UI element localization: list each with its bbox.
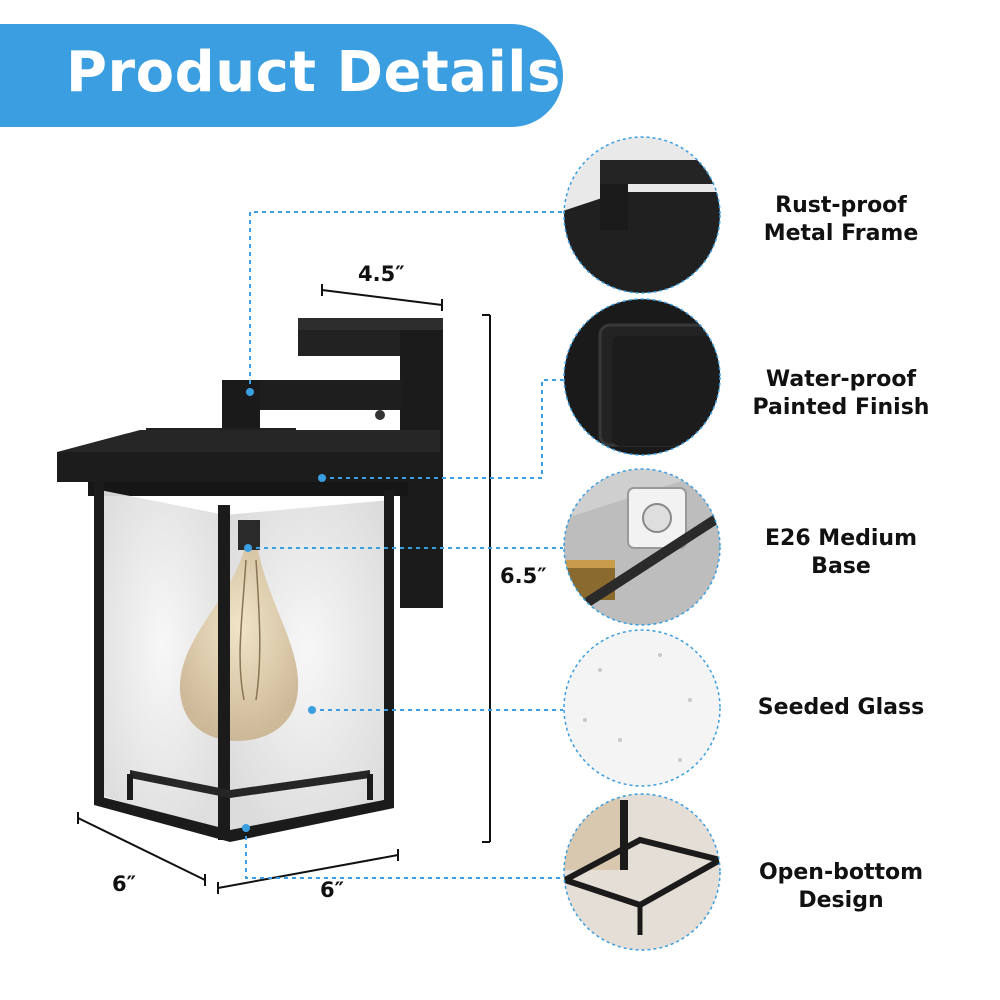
feature-label-line: Base [811, 554, 871, 579]
wall-lantern [57, 318, 443, 842]
dimension-top-width: 4.5″ [358, 262, 405, 286]
page-title: Product Details [66, 40, 561, 105]
feature-label-line: Seeded Glass [757, 695, 925, 720]
feature-label-painted-finish: Water-proof Painted Finish [741, 366, 941, 422]
dimension-front-width: 6″ [320, 878, 344, 902]
feature-label-line: Design [798, 888, 884, 913]
feature-label-seeded-glass: Seeded Glass [741, 694, 941, 722]
e26-socket-closeup-icon [563, 468, 721, 626]
leader-lines [245, 211, 563, 879]
dimension-depth: 6″ [112, 872, 136, 896]
leader-dots [242, 388, 326, 832]
feature-label-open-bottom: Open-bottom Design [741, 859, 941, 915]
open-bottom-closeup-icon [563, 793, 721, 951]
seeded-glass-closeup-icon [563, 629, 721, 787]
feature-label-metal-frame: Rust-proof Metal Frame [741, 192, 941, 248]
dimension-height: 6.5″ [500, 564, 547, 588]
painted-finish-closeup-icon [563, 298, 721, 456]
feature-label-e26-base: E26 Medium Base [741, 525, 941, 581]
header-banner [0, 24, 563, 127]
feature-label-line: Rust-proof [775, 193, 907, 218]
feature-label-line: Painted Finish [752, 395, 930, 420]
dimension-lines [77, 284, 491, 894]
feature-label-line: Metal Frame [763, 221, 919, 246]
feature-label-line: Water-proof [765, 367, 917, 392]
feature-label-line: E26 Medium [765, 526, 917, 551]
feature-label-line: Open-bottom [758, 860, 924, 885]
metal-frame-closeup-icon [563, 136, 721, 294]
